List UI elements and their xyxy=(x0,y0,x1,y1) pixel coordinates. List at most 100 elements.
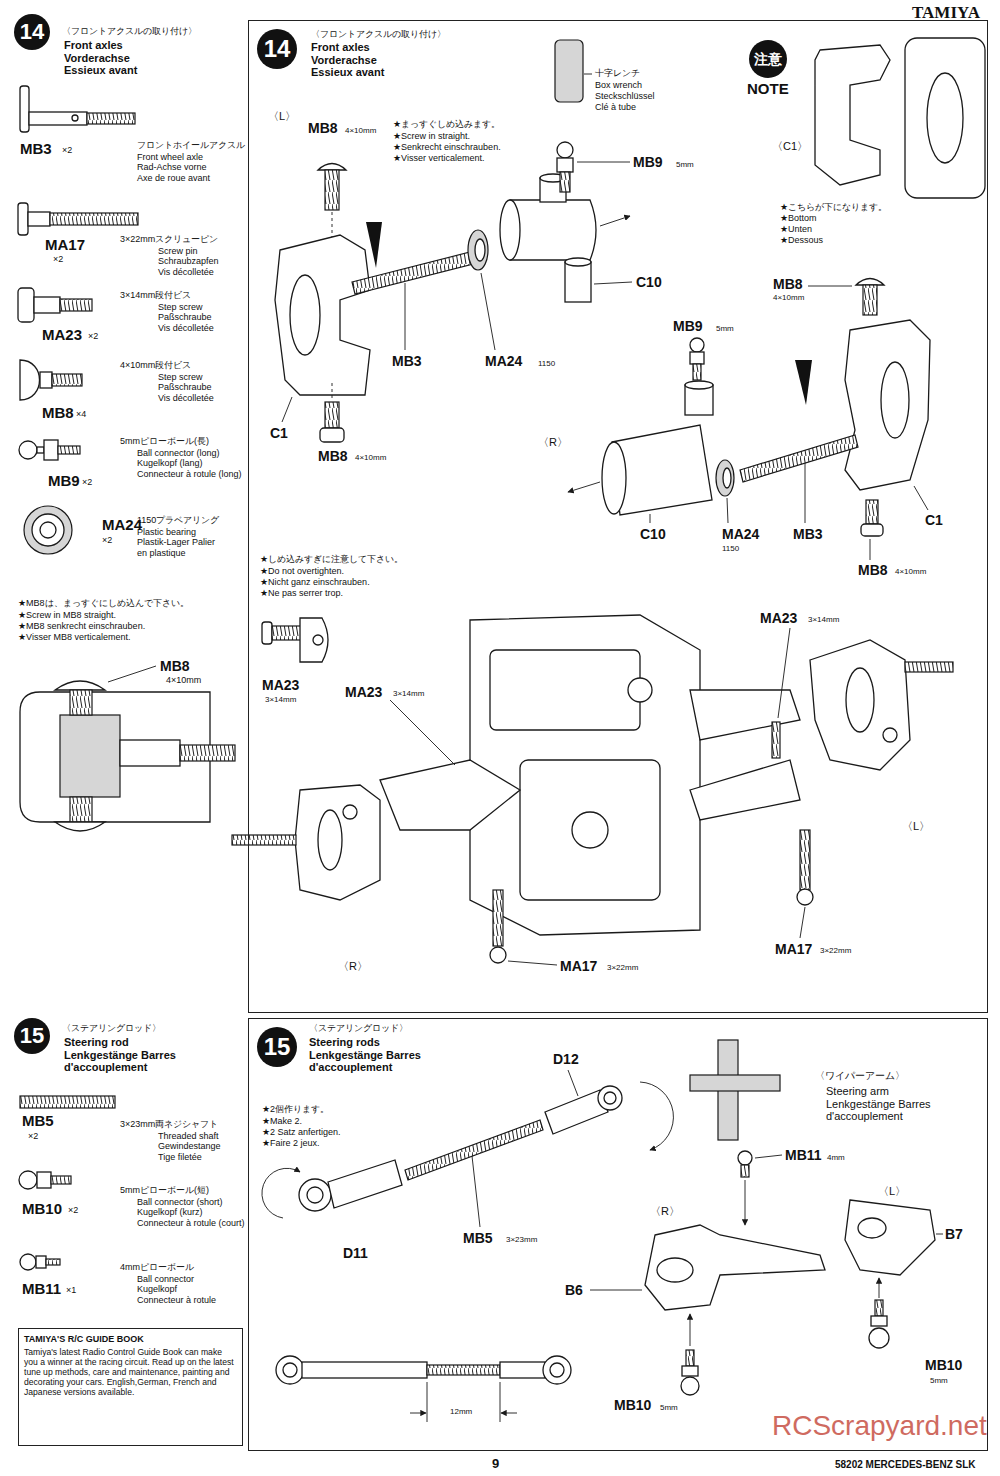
part-label: ★まっすぐしめ込みます。 xyxy=(393,119,500,129)
part-label: D11 xyxy=(343,1245,368,1261)
right-axle-assembly xyxy=(723,468,731,488)
right-axle-assembly xyxy=(693,364,701,380)
ball-connector-part xyxy=(51,1176,71,1184)
part-label: MB8 xyxy=(318,448,348,464)
steering-rod-assembly xyxy=(657,1258,693,1282)
ball-connector-part xyxy=(37,447,44,453)
part-label: 5mm xyxy=(716,324,734,333)
section-view xyxy=(20,666,235,831)
left-axle-assembly xyxy=(332,380,333,398)
part-label: MB8 xyxy=(858,562,888,578)
screw-detail xyxy=(262,622,272,644)
right-axle-assembly xyxy=(740,435,858,482)
gearbox-assembly xyxy=(343,805,357,819)
axle-part xyxy=(87,113,135,124)
step-number-text: 注意 xyxy=(754,52,782,66)
part-label: ★Screw in MB8 straight. xyxy=(18,610,116,620)
part-label: ★MB8は、まっすぐにしめ込んで下さい。 xyxy=(18,598,189,608)
steering-rod-assembly xyxy=(598,1086,622,1110)
left-axle-assembly xyxy=(475,239,485,261)
part-label: MA23 xyxy=(345,684,382,700)
brand-title: TAMIYA xyxy=(912,3,980,23)
part-label: 5mm xyxy=(930,1376,948,1385)
part-label: B7 xyxy=(945,1226,963,1242)
part-label: 4mmピローボール xyxy=(120,1262,194,1272)
screw-detail xyxy=(313,635,323,645)
left-axle-assembly xyxy=(584,74,592,75)
step-screw-part xyxy=(40,372,52,388)
left-axle-assembly xyxy=(275,235,370,395)
part-label: 3×23mm xyxy=(506,1235,537,1244)
right-axle-assembly xyxy=(650,514,651,523)
right-axle-assembly xyxy=(602,442,626,514)
right-axle-assembly xyxy=(612,425,712,515)
gearbox-assembly xyxy=(628,678,652,702)
part-label: MA24 xyxy=(102,516,142,533)
part-label: ★Make 2. xyxy=(262,1116,302,1126)
gearbox-assembly xyxy=(905,662,953,672)
threaded-shaft-part xyxy=(20,1096,115,1108)
note-illustration xyxy=(927,73,963,163)
part-label: ×4 xyxy=(76,409,86,419)
section-view xyxy=(70,690,92,715)
step-number-text: 15 xyxy=(20,1025,44,1047)
step-screw-part xyxy=(18,288,92,322)
steering-rod-assembly xyxy=(738,1151,752,1165)
left-axle-assembly xyxy=(325,170,339,210)
part-label: 3×14mm xyxy=(808,615,839,624)
steering-rod-assembly xyxy=(501,1413,517,1414)
part-label: B6 xyxy=(565,1282,583,1298)
step-screw-part xyxy=(34,297,60,313)
gearbox-assembly xyxy=(390,700,455,765)
part-label: 〈R〉 xyxy=(650,1205,680,1218)
left-axle-assembly xyxy=(577,162,630,163)
part-label: Clé à tube xyxy=(595,102,636,112)
right-axle-assembly xyxy=(845,320,930,490)
gearbox-assembly xyxy=(520,760,660,900)
gearbox-assembly xyxy=(318,810,342,870)
part-label: Front wheel axle Rad-Achse vorne Axe de … xyxy=(137,152,222,183)
steering-rod-assembly xyxy=(871,1316,887,1326)
heading-text: 〈フロントアクスルの取り付け〉 xyxy=(311,29,446,39)
section-view xyxy=(55,681,105,690)
steering-rod-assembly xyxy=(427,1382,428,1422)
body-text: Tamiya's latest Radio Control Guide Book… xyxy=(24,1347,237,1398)
right-axle-assembly xyxy=(716,460,734,496)
part-label: ★Unten xyxy=(780,224,812,234)
steering-rod-assembly xyxy=(875,1300,883,1316)
right-axle-assembly xyxy=(727,498,728,523)
steering-rod-assembly xyxy=(690,1075,780,1091)
right-axle-assembly xyxy=(863,285,877,315)
right-axle-assembly xyxy=(795,360,812,405)
part-label: 〈R〉 xyxy=(338,960,368,973)
steering-rod-assembly xyxy=(936,1234,943,1235)
axle-part xyxy=(29,112,87,125)
section-view xyxy=(70,797,92,822)
part-label: ×2 xyxy=(88,331,98,341)
gearbox-assembly xyxy=(810,640,910,770)
bearing-part xyxy=(32,514,64,546)
part-label: MB9 xyxy=(673,318,703,334)
part-label: 4×10mm xyxy=(773,293,804,302)
steering-rod-assembly xyxy=(262,1040,943,1422)
steering-rod-assembly xyxy=(543,1356,571,1384)
step-number-text: 15 xyxy=(264,1035,291,1059)
steering-rod-assembly xyxy=(550,1363,564,1377)
gearbox-assembly xyxy=(232,835,296,845)
part-label: MB5 xyxy=(22,1112,54,1129)
steering-rod-assembly xyxy=(681,1377,699,1395)
steering-rod-assembly xyxy=(500,1362,545,1378)
step-number-text: 14 xyxy=(264,37,291,61)
section-view xyxy=(120,740,180,766)
ball-connector-part xyxy=(20,1254,60,1270)
part-label: ×2 xyxy=(28,1131,38,1141)
part-label: ★Faire 2 jeux. xyxy=(262,1138,320,1148)
ball-connector-part xyxy=(36,1256,46,1268)
part-label: 4×10mm xyxy=(355,453,386,462)
part-label: ×2 xyxy=(68,1205,78,1215)
steering-rod-assembly xyxy=(427,1365,500,1375)
section-view xyxy=(180,745,235,761)
left-axle-assembly xyxy=(565,258,591,266)
steering-rod-assembly xyxy=(741,1165,749,1177)
